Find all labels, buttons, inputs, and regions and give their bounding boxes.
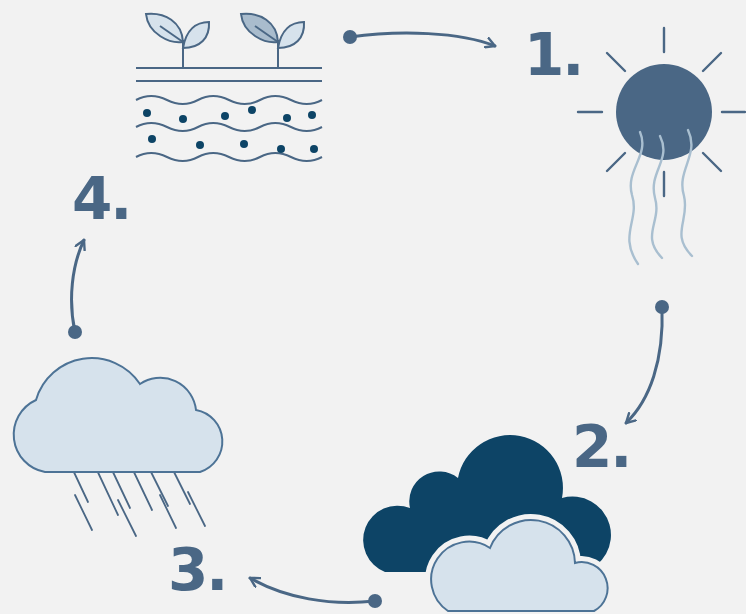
sun-ray [722, 111, 745, 113]
soil-dots [143, 106, 318, 153]
soil-line [136, 80, 322, 82]
heat-wave [629, 132, 642, 264]
arrow-tail-dot [343, 30, 357, 44]
leaf [183, 22, 209, 48]
sun-ray [578, 111, 602, 113]
soil-wave [136, 96, 322, 104]
arrow-tails [68, 30, 669, 608]
sun-ray [607, 53, 625, 71]
callout-number: 3. [168, 541, 226, 599]
leaf [241, 14, 278, 43]
soil-dot [283, 114, 291, 122]
leaf-vein [255, 26, 278, 42]
heat-wave [652, 136, 663, 258]
light-cloud [431, 520, 607, 611]
leaf [278, 22, 304, 48]
plants-soil-icon [136, 14, 322, 161]
cycle-arrows [72, 33, 663, 602]
arrow-tail-dot [655, 300, 669, 314]
cycle-arrow [626, 307, 662, 423]
soil-wave [136, 153, 322, 161]
leaf-vein [160, 26, 183, 42]
rain-line [172, 468, 190, 504]
soil-dot [143, 109, 151, 117]
callout-number: 1. [524, 26, 582, 84]
cycle-arrow [350, 33, 495, 46]
sun-ray [703, 153, 721, 171]
soil-dot [310, 145, 318, 153]
rain-line [160, 495, 176, 528]
rain-line [72, 468, 88, 502]
rain-cloud [14, 358, 223, 472]
soil-dot [240, 140, 248, 148]
soil-line [136, 67, 322, 69]
sun-ray [663, 28, 665, 52]
rain-line [132, 468, 152, 510]
rain-line [75, 495, 92, 530]
leaf [146, 14, 183, 43]
sun-icon [578, 28, 745, 264]
rain-line [150, 470, 168, 506]
sun-ray [607, 153, 625, 171]
soil-dot [221, 112, 229, 120]
sun-ray [663, 172, 665, 196]
soil-dot [196, 141, 204, 149]
callout-number: 4. [72, 170, 130, 228]
sun-ray [703, 53, 721, 71]
soil-dot [248, 106, 256, 114]
soil-wave [136, 123, 322, 131]
soil-dot [308, 111, 316, 119]
rain-line [118, 500, 136, 536]
arrow-tail-dot [68, 325, 82, 339]
rain-line [112, 470, 130, 508]
heat-wave [681, 130, 692, 256]
rain-line [188, 492, 205, 526]
cloud-gap [431, 520, 607, 611]
rain-cloud-icon [14, 358, 223, 536]
soil-dot [277, 145, 285, 153]
arrow-tail-dot [368, 594, 382, 608]
callout-number: 2. [572, 418, 630, 476]
cycle-arrow [72, 240, 84, 332]
soil-dot [148, 135, 156, 143]
soil-dot [179, 115, 187, 123]
cycle-arrow [250, 578, 375, 602]
